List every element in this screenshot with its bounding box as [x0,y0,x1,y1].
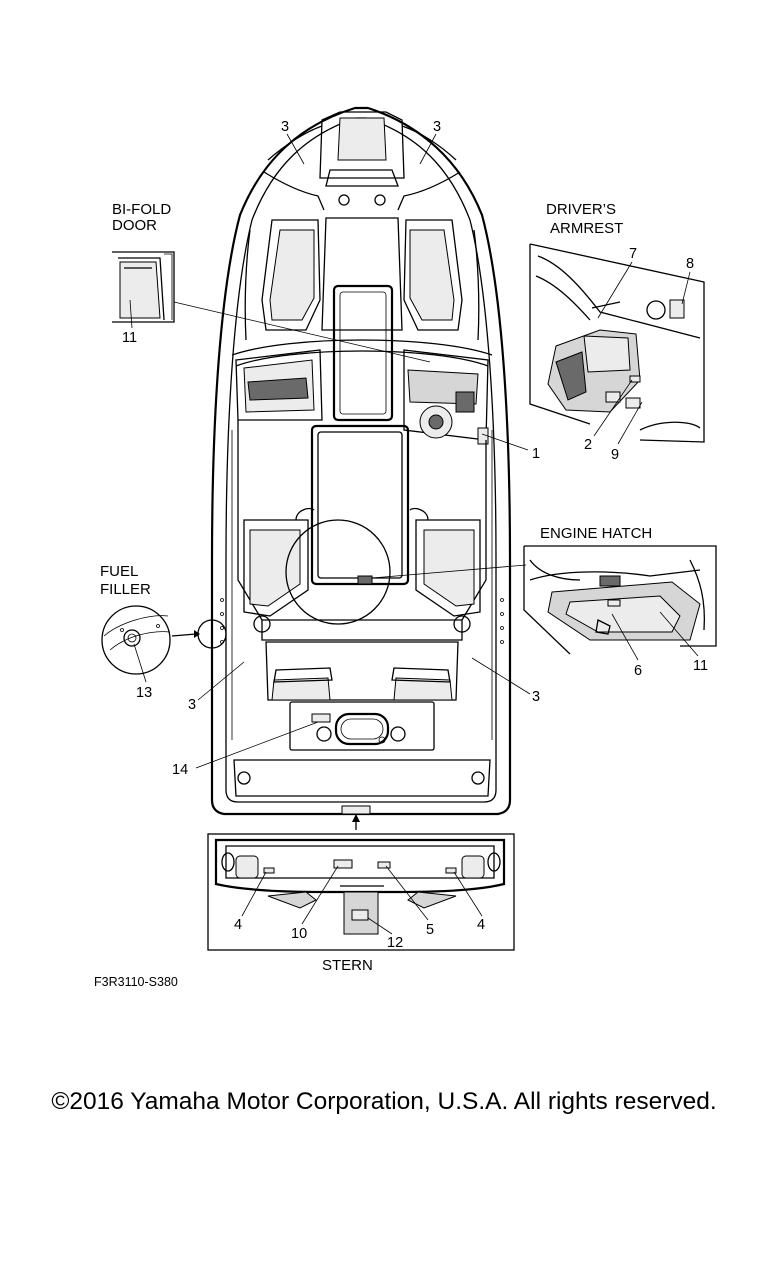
callout-6: 6 [634,663,642,679]
bifold-label-line1: BI-FOLD [112,201,171,218]
boat-label-diagram: BI-FOLD DOOR 11 DRIVER’S ARMREST 7 8 2 9… [94,106,717,989]
callout-11-hatch: 11 [693,658,708,674]
engine-hatch-label: ENGINE HATCH [540,525,652,542]
callout-9: 9 [611,447,619,463]
copyright-notice: ©2016 Yamaha Motor Corporation, U.S.A. A… [51,1088,717,1115]
armrest-label-line1: DRIVER’S [546,201,616,218]
callout-3-bow-left: 3 [281,119,289,135]
callout-1: 1 [532,446,540,462]
callout-11-bifold: 11 [122,330,137,346]
callout-10: 10 [291,926,307,942]
stern-label: STERN [322,957,373,974]
bifold-door-inset: BI-FOLD DOOR 11 [112,201,431,363]
dash-callout: 1 [481,433,540,462]
callout-2: 2 [584,437,592,453]
boat-hull-top-view [210,106,512,816]
callout-4-stern-right: 4 [477,917,485,933]
callout-12: 12 [387,935,403,951]
drivers-armrest-inset: DRIVER’S ARMREST 7 8 2 9 [529,201,705,463]
engine-hatch-inset: ENGINE HATCH 6 11 [371,525,717,679]
part-code: F3R3110-S380 [94,975,178,989]
fuel-label-line2: FILLER [100,581,151,598]
callout-13: 13 [136,685,152,701]
fuel-filler-inset: FUEL FILLER 13 [100,563,227,701]
callout-5: 5 [426,922,434,938]
callout-14: 14 [172,762,188,778]
callout-3-side-left: 3 [188,697,196,713]
callout-3-side-right: 3 [532,689,540,705]
callout-3-bow-right: 3 [433,119,441,135]
armrest-label-line2: ARMREST [550,220,623,237]
callout-7: 7 [629,246,637,262]
callout-4-stern-left: 4 [234,917,242,933]
bifold-label-line2: DOOR [112,217,157,234]
stern-inset: 4 10 12 5 4 STERN [207,833,515,974]
fuel-label-line1: FUEL [100,563,138,580]
callout-8: 8 [686,256,694,272]
